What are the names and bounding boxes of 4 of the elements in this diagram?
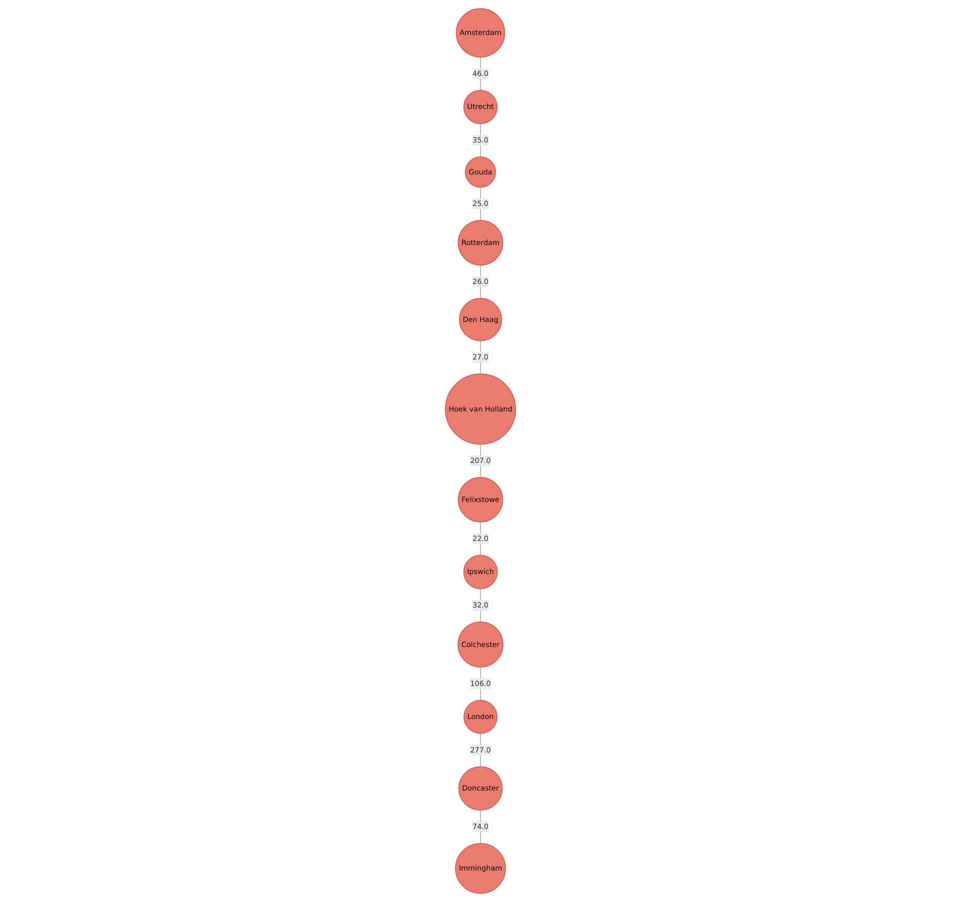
connector [480, 444, 481, 478]
connector [480, 588, 481, 622]
connector [480, 340, 481, 374]
connector [480, 733, 481, 767]
